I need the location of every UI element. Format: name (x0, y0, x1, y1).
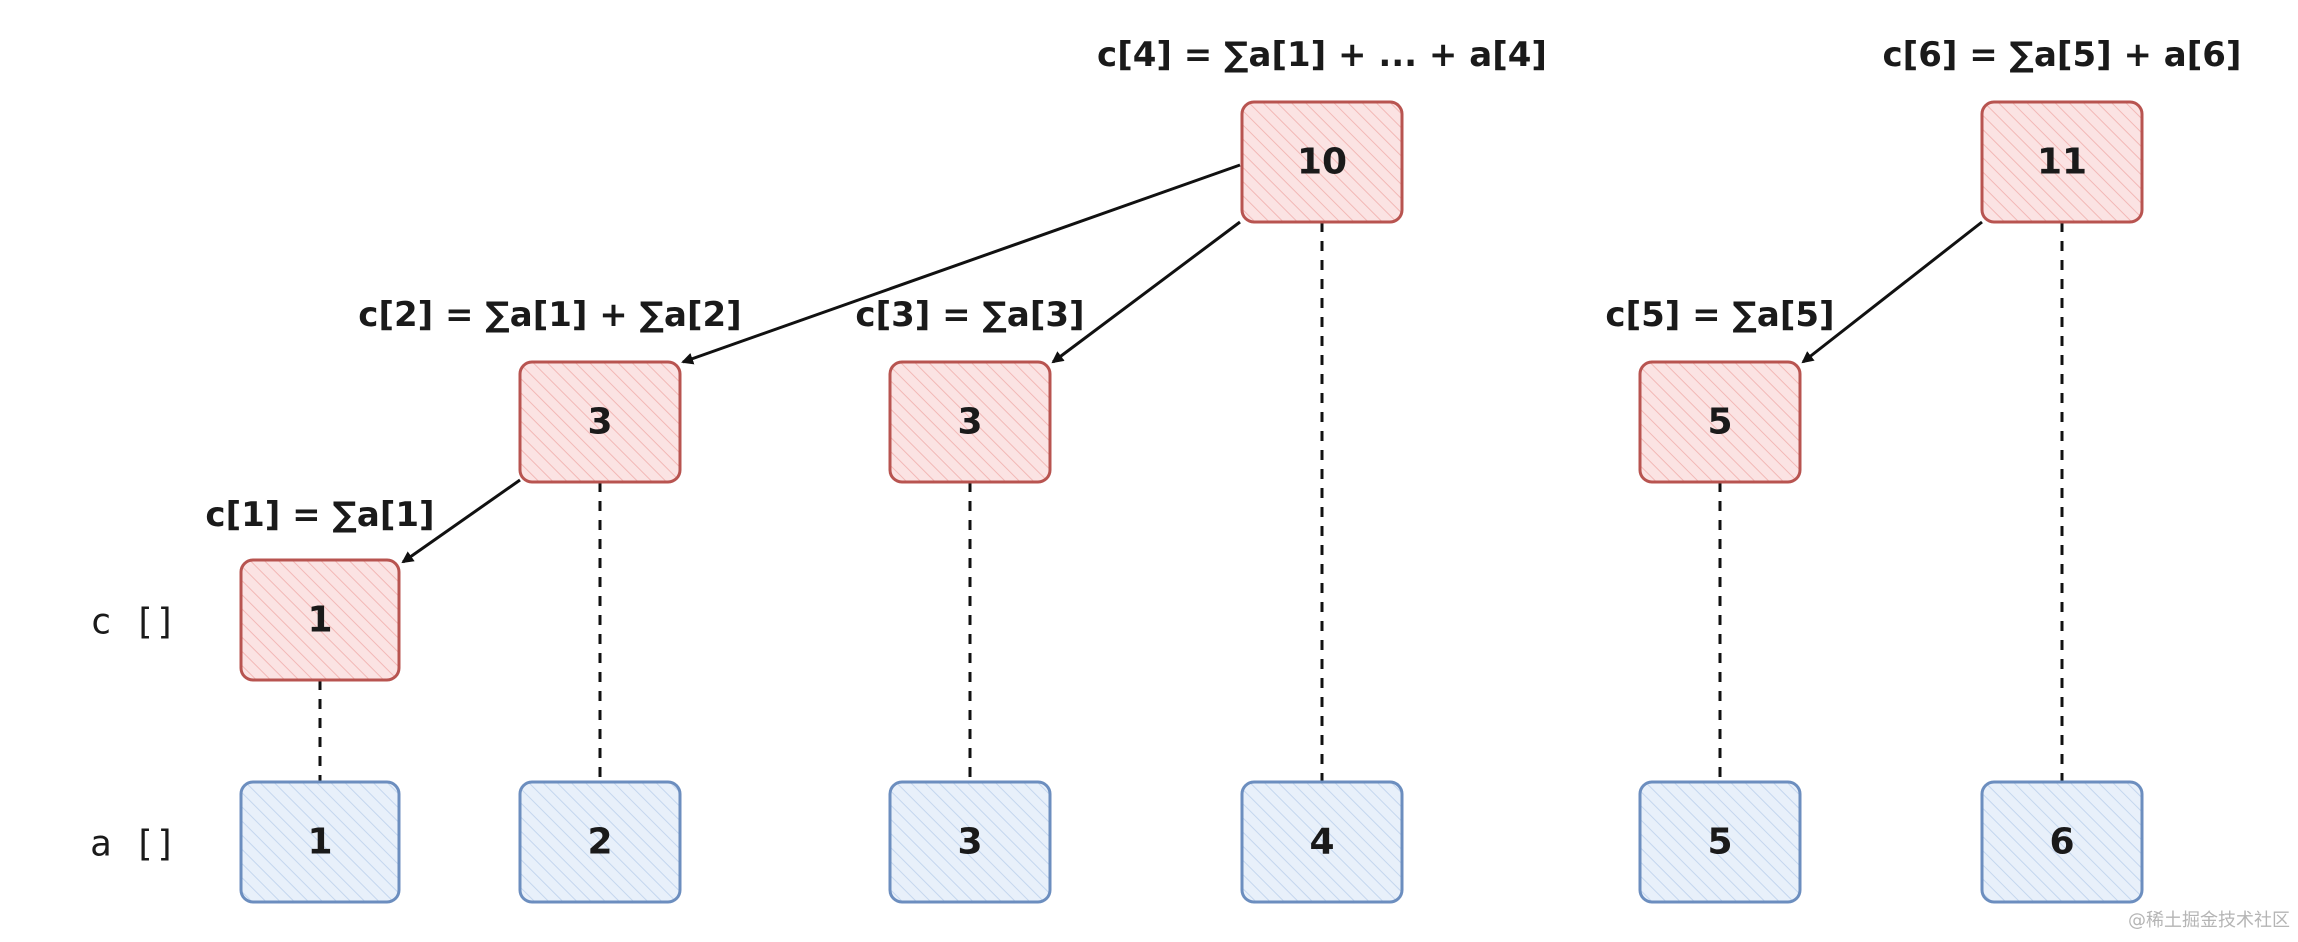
c-node-5: 5 (1638, 360, 1802, 484)
a-node-2: 2 (518, 780, 682, 904)
c-node-3-formula: c[3] = ∑a[3] (855, 295, 1084, 335)
c-node-3: 3 (888, 360, 1052, 484)
c-node-6-value: 11 (2037, 142, 2087, 183)
row-label-c: c [] (90, 602, 177, 643)
c-node-1: 1 (239, 558, 401, 682)
a-node-4: 4 (1240, 780, 1404, 904)
a-node-5: 5 (1638, 780, 1802, 904)
c-node-1-formula: c[1] = ∑a[1] (205, 495, 434, 535)
c-node-5-formula: c[5] = ∑a[5] (1605, 295, 1834, 335)
row-label-a: a [] (90, 824, 177, 865)
tree-arrows (401, 163, 1983, 564)
c-node-5-value: 5 (1707, 402, 1732, 443)
arrow-c4-to-c3 (1051, 220, 1241, 364)
a-node-6: 6 (1980, 780, 2144, 904)
a-node-6-value: 6 (2049, 822, 2074, 863)
arrow-c4-to-c2 (681, 163, 1241, 365)
c-node-4-formula: c[4] = ∑a[1] + ... + a[4] (1097, 35, 1547, 75)
c-node-3-value: 3 (957, 402, 982, 443)
c-node-2-value: 3 (587, 402, 612, 443)
c-node-2: 3 (518, 360, 682, 484)
c-node-2-formula: c[2] = ∑a[1] + ∑a[2] (358, 295, 741, 335)
a-node-1-value: 1 (307, 822, 332, 863)
a-node-4-value: 4 (1309, 822, 1334, 863)
arrow-c2-to-c1 (401, 478, 521, 564)
arrow-c6-to-c5 (1801, 220, 1983, 364)
c-node-4-value: 10 (1297, 142, 1347, 183)
c-node-6-formula: c[6] = ∑a[5] + a[6] (1883, 35, 2242, 75)
a-node-3-value: 3 (957, 822, 982, 863)
a-node-3: 3 (888, 780, 1052, 904)
watermark: @稀土掘金技术社区 (2128, 910, 2290, 931)
a-node-5-value: 5 (1707, 822, 1732, 863)
c-node-4: 10 (1240, 100, 1404, 224)
a-node-2-value: 2 (587, 822, 612, 863)
a-node-1: 1 (239, 780, 401, 904)
c-node-6: 11 (1980, 100, 2144, 224)
dashed-connectors (318, 222, 2064, 782)
c-node-1-value: 1 (307, 600, 332, 641)
